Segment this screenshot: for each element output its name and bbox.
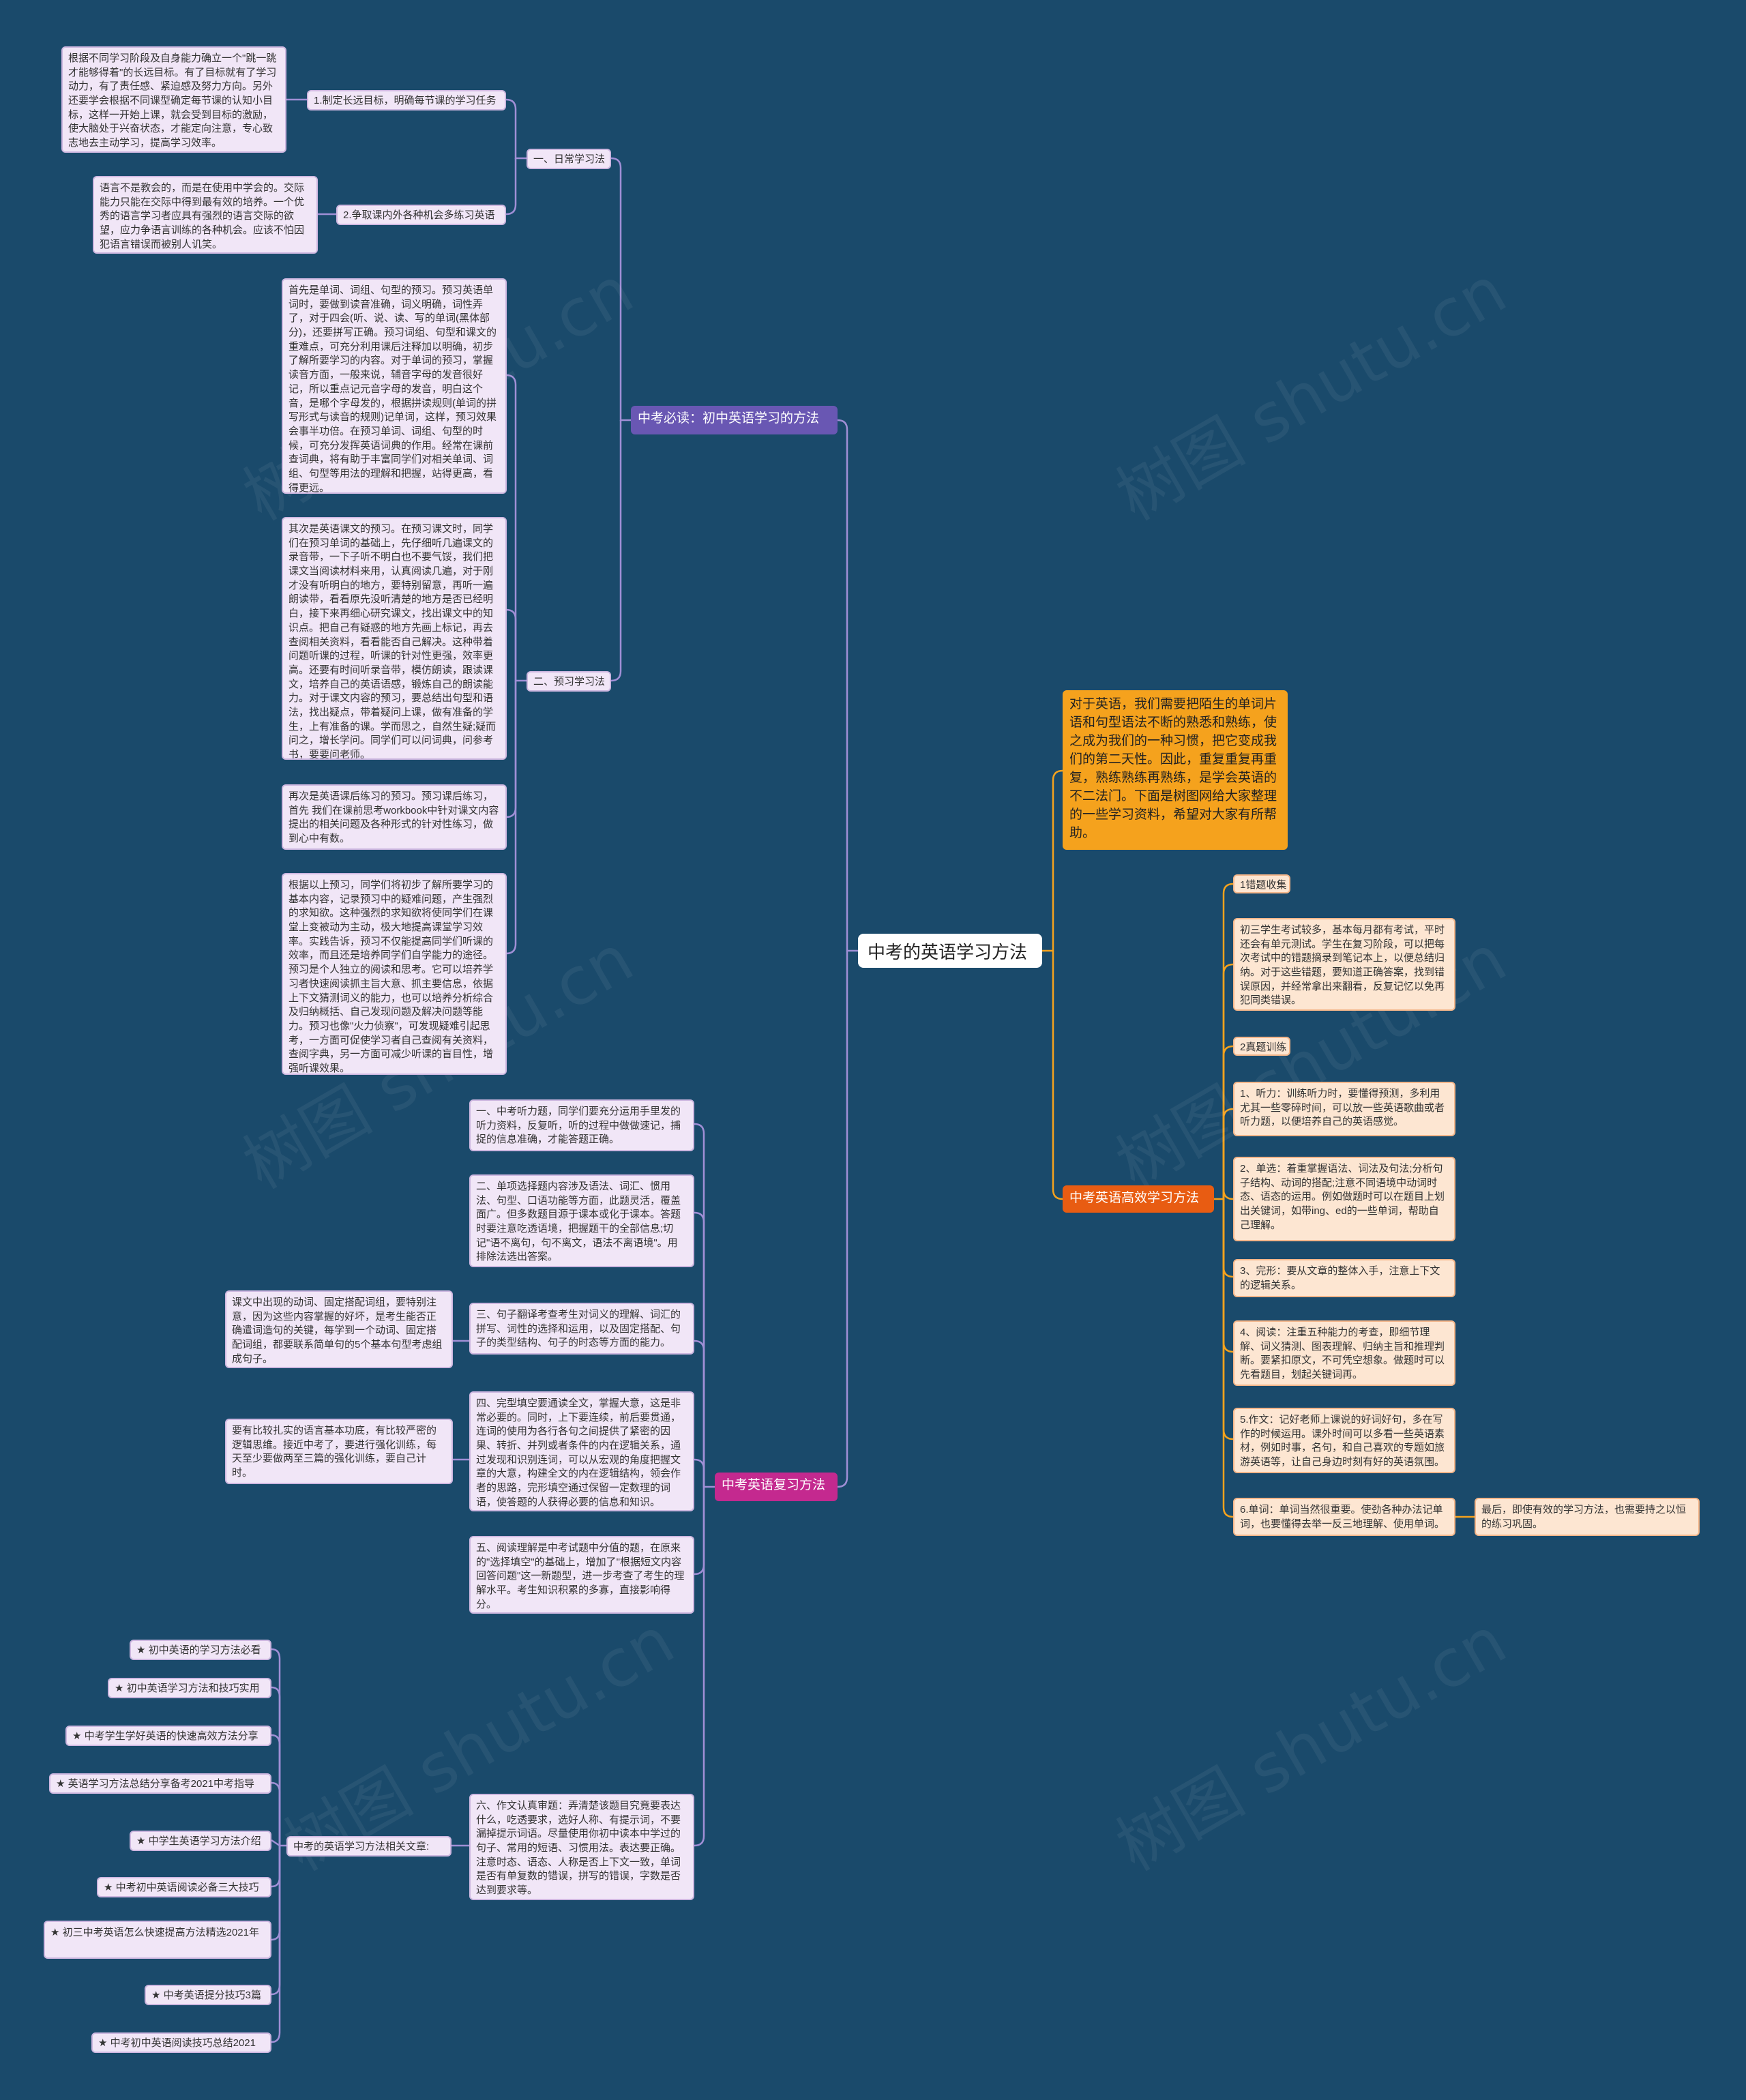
right-item-cloze[interactable]: 3、完形：要从文章的整体入手，注意上下文的逻辑关系。 — [1233, 1259, 1455, 1297]
branch-review-methods[interactable]: 中考英语复习方法 — [715, 1473, 838, 1501]
right-item-listening[interactable]: 1、听力：训练听力时，要懂得预测，多利用尤其一些零碎时间，可以放一些英语歌曲或者… — [1233, 1082, 1455, 1136]
right-item-reading[interactable]: 4、阅读：注重五种能力的考查，即细节理解、词义猜测、图表理解、归纳主旨和推理判断… — [1233, 1320, 1455, 1386]
related-link[interactable]: ★ 中考初中英语阅读必备三大技巧 — [97, 1877, 271, 1897]
right-item-real-exam[interactable]: 2真题训练 — [1233, 1037, 1290, 1056]
review-item-cloze[interactable]: 四、完型填空要通读全文，掌握大意，这是非常必要的。同时，上下要连续，前后要贯通，… — [469, 1391, 694, 1511]
right-item-final[interactable]: 最后，即使有效的学习方法，也需要持之以恒的练习巩固。 — [1475, 1498, 1700, 1536]
related-link[interactable]: ★ 中学生英语学习方法介绍 — [130, 1831, 271, 1851]
related-link[interactable]: ★ 中考英语提分技巧3篇 — [145, 1985, 271, 2005]
review-item-writing[interactable]: 六、作文认真审题：弄清楚该题目究竟要表达什么，吃透要求，选好人称、有提示词，不要… — [469, 1794, 694, 1900]
sub-preview-study[interactable]: 二、预习学习法 — [527, 671, 611, 692]
related-link[interactable]: ★ 初三中考英语怎么快速提高方法精选2021年 — [44, 1921, 271, 1959]
right-item-writing[interactable]: 5.作文：记好老师上课说的好词好句，多在写作的时候运用。课外时间可以多看一些英语… — [1233, 1408, 1455, 1473]
detail-practice-english[interactable]: 语言不是教会的，而是在使用中学会的。交际能力只能在交际中得到最有效的培养。一个优… — [93, 176, 318, 254]
intro-note[interactable]: 对于英语，我们需要把陌生的单词片语和句型语法不断的熟悉和熟练，使之成为我们的一种… — [1063, 690, 1288, 850]
related-articles-label[interactable]: 中考的英语学习方法相关文章: — [286, 1836, 452, 1857]
note-translation[interactable]: 课文中出现的动词、固定搭配词组，要特别注意，因为这些内容掌握的好坏，是考生能否正… — [225, 1290, 453, 1368]
detail-preview-text[interactable]: 其次是英语课文的预习。在预习课文时，同学们在预习单词的基础上，先仔细听几遍课文的… — [282, 517, 507, 760]
item-practice-english[interactable]: 2.争取课内外各种机会多练习英语 — [336, 205, 506, 225]
review-item-listening[interactable]: 一、中考听力题，同学们要充分运用手里发的听力资料，反复听，听的过程中做做速记，捕… — [469, 1099, 694, 1151]
right-item-error-collection[interactable]: 1错题收集 — [1233, 874, 1290, 893]
related-link[interactable]: ★ 英语学习方法总结分享备考2021中考指导 — [49, 1773, 271, 1794]
right-item-single-choice[interactable]: 2、单选：着重掌握语法、词法及句法;分析句子结构、动词的搭配;注意不同语境中动词… — [1233, 1157, 1455, 1241]
item-long-term-goal[interactable]: 1.制定长远目标，明确每节课的学习任务 — [307, 90, 506, 110]
review-item-reading[interactable]: 五、阅读理解是中考试题中分值的题，在原来的"选择填空"的基础上，增加了"根据短文… — [469, 1536, 694, 1614]
right-item-vocabulary[interactable]: 6.单词：单词当然很重要。使劲各种办法记单词，也要懂得去举一反三地理解、使用单词… — [1233, 1498, 1455, 1536]
right-item-error-detail[interactable]: 初三学生考试较多，基本每月都有考试，平时还会有单元测试。学生在复习阶段，可以把每… — [1233, 918, 1455, 1011]
related-link[interactable]: ★ 初中英语学习方法和技巧实用 — [108, 1678, 271, 1698]
review-item-single-choice[interactable]: 二、单项选择题内容涉及语法、词汇、惯用法、句型、口语功能等方面，此题灵活，覆盖面… — [469, 1174, 694, 1267]
related-link[interactable]: ★ 中考初中英语阅读技巧总结2021 — [91, 2032, 271, 2053]
detail-long-term-goal[interactable]: 根据不同学习阶段及自身能力确立一个"跳一跳才能够得着"的长远目标。有了目标就有了… — [61, 46, 286, 153]
related-link[interactable]: ★ 中考学生学好英语的快速高效方法分享 — [65, 1726, 271, 1746]
related-link[interactable]: ★ 初中英语的学习方法必看 — [130, 1640, 271, 1660]
note-cloze[interactable]: 要有比较扎实的语言基本功底，有比较严密的逻辑思维。接近中考了，要进行强化训练，每… — [225, 1419, 453, 1484]
center-topic[interactable]: 中考的英语学习方法 — [858, 934, 1042, 968]
review-item-translation[interactable]: 三、句子翻译考查考生对词义的理解、词汇的拼写、词性的选择和运用，以及固定搭配、句… — [469, 1303, 694, 1355]
branch-efficient-methods[interactable]: 中考英语高效学习方法 — [1063, 1185, 1214, 1213]
branch-must-read[interactable]: 中考必读：初中英语学习的方法 — [631, 406, 838, 434]
detail-preview-exercise[interactable]: 再次是英语课后练习的预习。预习课后练习，首先 我们在课前思考workbook中针… — [282, 784, 507, 850]
detail-preview-words[interactable]: 首先是单词、词组、句型的预习。预习英语单词时，要做到读音准确，词义明确，词性弄了… — [282, 278, 507, 494]
sub-daily-study[interactable]: 一、日常学习法 — [527, 149, 611, 169]
detail-preview-benefit[interactable]: 根据以上预习，同学们将初步了解所要学习的基本内容，记录预习中的疑难问题，产生强烈… — [282, 873, 507, 1075]
